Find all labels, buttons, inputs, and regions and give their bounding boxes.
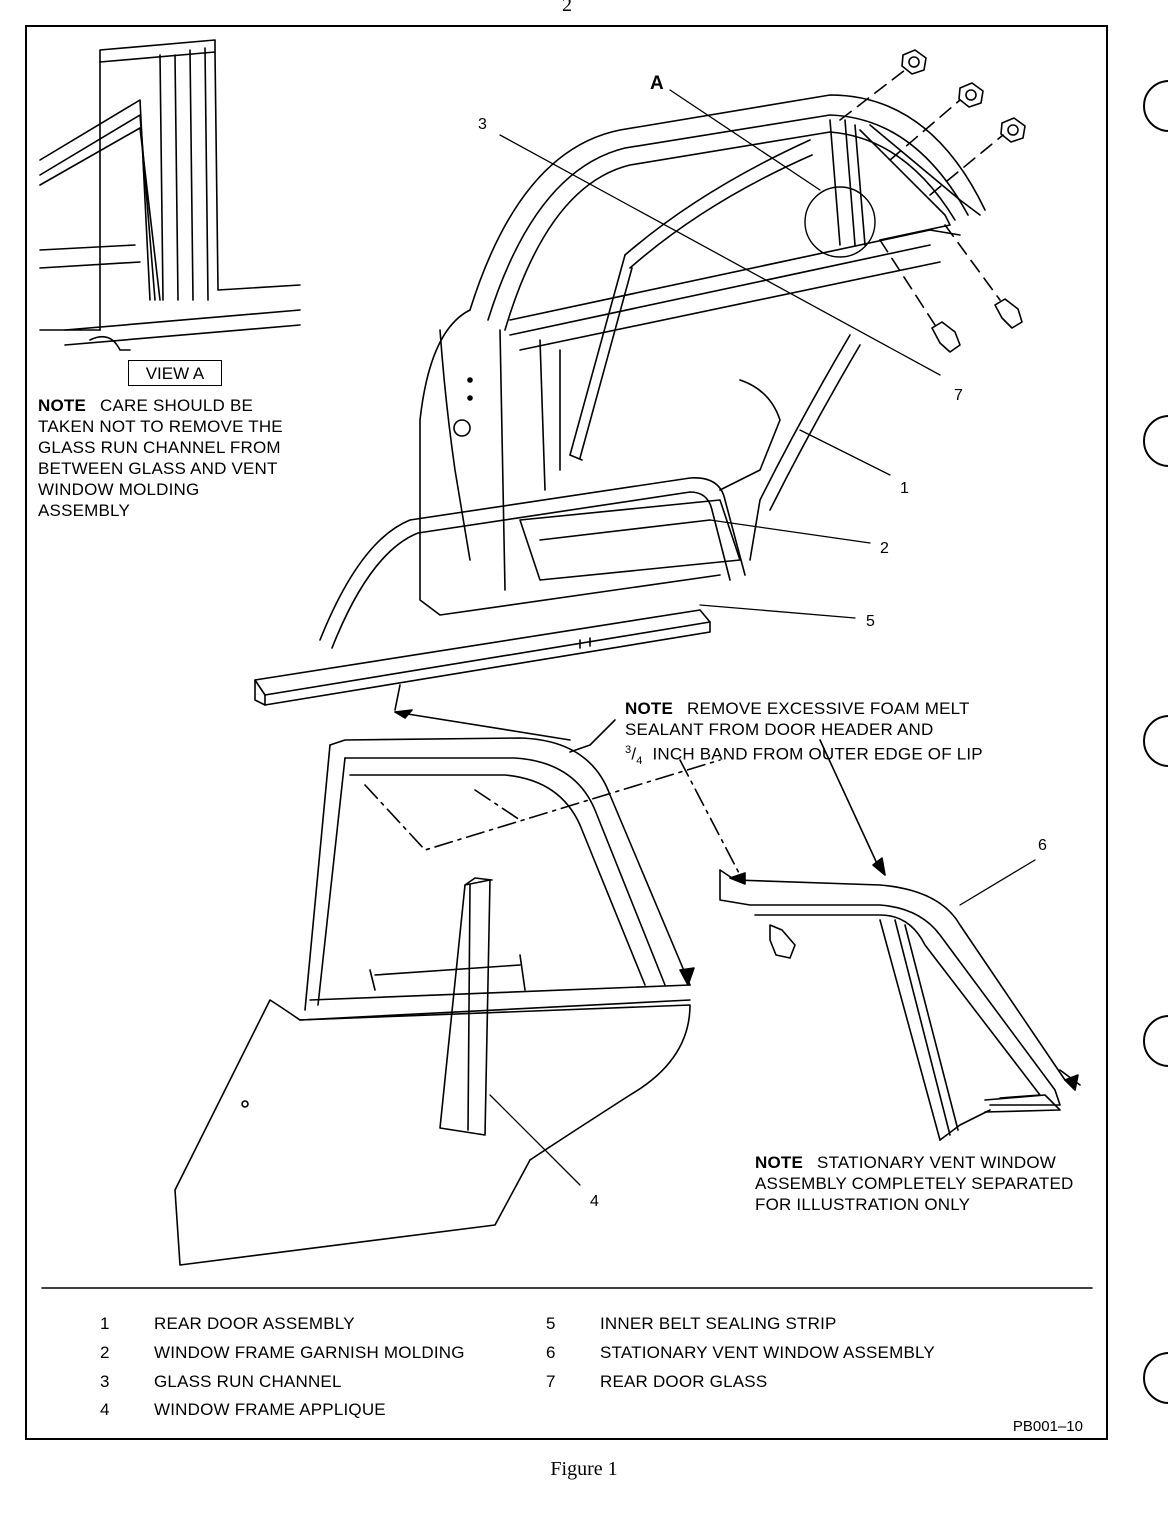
legend-num-3: 3 xyxy=(100,1372,110,1391)
legend-num-1: 1 xyxy=(100,1314,110,1333)
callout-a: A xyxy=(650,73,664,94)
callout-3: 3 xyxy=(478,116,487,133)
view-a-detail xyxy=(39,39,301,351)
rear-door-lower-panel xyxy=(174,999,691,1266)
callout-7: 7 xyxy=(954,387,963,404)
legend-label-5: INNER BELT SEALING STRIP xyxy=(600,1314,837,1333)
callout-5: 5 xyxy=(866,613,875,630)
legend-label-7: REAR DOOR GLASS xyxy=(600,1372,768,1391)
legend-num-5: 5 xyxy=(546,1314,556,1333)
fastener-leaders xyxy=(839,69,1004,326)
arrows xyxy=(394,684,1081,1091)
exploded-leaders xyxy=(364,759,741,876)
figure-caption: Figure 1 xyxy=(550,1458,618,1480)
vent-note-line-3: FOR ILLUSTRATION ONLY xyxy=(755,1195,971,1214)
applique-strip xyxy=(439,877,493,1136)
legend-label-3: GLASS RUN CHANNEL xyxy=(154,1372,342,1391)
fasteners xyxy=(901,49,1026,353)
legend-label-4: WINDOW FRAME APPLIQUE xyxy=(154,1400,386,1419)
legend-num-4: 4 xyxy=(100,1400,110,1419)
callout-4: 4 xyxy=(590,1193,599,1210)
legend-label-1: REAR DOOR ASSEMBLY xyxy=(154,1314,355,1333)
view-a-label: VIEW A xyxy=(128,360,222,386)
legend-num-7: 7 xyxy=(546,1372,556,1391)
view-note-line-3: GLASS RUN CHANNEL FROM xyxy=(38,438,281,457)
view-note-line-4: BETWEEN GLASS AND VENT xyxy=(38,459,278,478)
legend-label-2: WINDOW FRAME GARNISH MOLDING xyxy=(154,1343,465,1362)
vent-note-line-2: ASSEMBLY COMPLETELY SEPARATED xyxy=(755,1174,1074,1193)
view-note-line-6: ASSEMBLY xyxy=(38,501,130,520)
legend-label-6: STATIONARY VENT WINDOW ASSEMBLY xyxy=(600,1343,935,1362)
foam-note-line-3: 3/4 INCH BAND FROM OUTER EDGE OF LIP xyxy=(625,744,983,768)
callout-leaders xyxy=(489,89,1036,1186)
view-note-line-2: TAKEN NOT TO REMOVE THE xyxy=(38,417,283,436)
foam-note-line-2: SEALANT FROM DOOR HEADER AND xyxy=(625,720,934,739)
reference-code: PB001–10 xyxy=(1012,1418,1083,1435)
legend-num-2: 2 xyxy=(100,1343,110,1362)
inner-belt-sealing-strip xyxy=(254,609,711,706)
callout-2: 2 xyxy=(880,540,889,557)
page-mark: 2 xyxy=(562,0,572,16)
stationary-vent-window-assembly xyxy=(719,869,1066,1141)
callout-1: 1 xyxy=(900,480,909,497)
callout-6: 6 xyxy=(1038,837,1047,854)
window-frame-garnish-molding xyxy=(319,477,746,649)
rear-door-assembly xyxy=(419,94,986,616)
view-note-line-5: WINDOW MOLDING xyxy=(38,480,200,499)
legend-num-6: 6 xyxy=(546,1343,556,1362)
window-frame-applique xyxy=(299,737,691,1021)
figure-frame xyxy=(25,25,1108,1440)
